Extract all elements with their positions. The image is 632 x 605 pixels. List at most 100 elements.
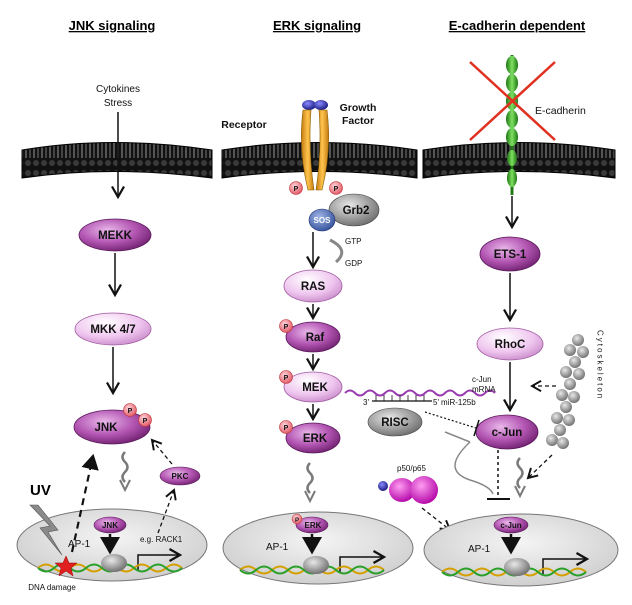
arrow-dna-damage-to-jnk	[70, 453, 99, 553]
nucleus-jnk-node: JNK	[93, 516, 127, 534]
svg-text:c-Jun: c-Jun	[500, 521, 521, 530]
phospho-receptor-left: P	[289, 181, 303, 195]
squiggle-erk	[306, 462, 314, 494]
cjun-mrna-label-2: mRNA	[472, 385, 496, 394]
cytoskeleton-icon	[546, 334, 589, 449]
cjun-mrna-label-1: c-Jun	[472, 375, 492, 384]
ecadherin-label: E-cadherin	[535, 105, 586, 117]
stimulus-cytokines: Cytokines	[96, 84, 140, 95]
svg-text:PKC: PKC	[172, 472, 189, 481]
svg-text:P: P	[334, 186, 339, 193]
inhibition-bar-cjun	[473, 419, 480, 437]
ap1-label-erk: AP-1	[266, 542, 289, 553]
svg-text:MEKK: MEKK	[98, 230, 133, 242]
squiggle-jnk-head	[119, 479, 131, 493]
node-mekk: MEKK	[78, 218, 152, 252]
phospho-jnk-2: P	[138, 413, 152, 427]
svg-text:MKK 4/7: MKK 4/7	[90, 324, 135, 336]
node-rhoc: RhoC	[476, 327, 544, 361]
curved-arrow-lead	[444, 431, 471, 443]
svg-text:MEK: MEK	[302, 382, 328, 394]
node-ras: RAS	[283, 269, 343, 303]
svg-text:Raf: Raf	[306, 332, 325, 344]
dna-ecad	[441, 558, 587, 577]
receptor-label: Receptor	[221, 119, 267, 131]
gtp-gdp-exchange-arrow	[329, 238, 344, 264]
node-mkk47: MKK 4/7	[74, 312, 152, 346]
jnk-column-title: JNK signaling	[69, 18, 156, 33]
svg-text:P: P	[128, 408, 133, 415]
curved-arrow-to-nucleus	[454, 441, 494, 495]
gdp-label: GDP	[345, 259, 362, 268]
dna-damage-label: DNA damage	[28, 583, 76, 592]
squiggle-erk-head	[304, 490, 316, 504]
svg-text:P: P	[143, 418, 148, 425]
svg-text:JNK: JNK	[102, 521, 118, 530]
growth-label: Growth	[340, 102, 377, 114]
svg-text:SOS: SOS	[314, 216, 332, 225]
node-raf: Raf	[285, 321, 341, 353]
svg-text:P: P	[284, 324, 289, 331]
squiggle-ecad-head	[514, 485, 526, 499]
mir125b-label: miR-125b	[441, 398, 476, 407]
svg-text:RISC: RISC	[381, 417, 408, 429]
node-erk: ERK	[285, 422, 341, 454]
squiggle-jnk	[121, 451, 129, 483]
ecad-column-title: E-cadherin dependent	[449, 18, 586, 33]
cjun-mrna-strand	[344, 389, 496, 397]
phospho-receptor-right: P	[329, 181, 343, 195]
node-pkc: PKC	[159, 466, 201, 486]
svg-text:RhoC: RhoC	[495, 339, 526, 351]
rack1-label: e.g. RACK1	[140, 535, 183, 544]
five-prime-label: 5'	[433, 398, 439, 407]
node-cjun: c-Jun	[475, 414, 539, 450]
gtp-label: GTP	[345, 237, 361, 246]
svg-text:P: P	[284, 425, 289, 432]
svg-text:P: P	[295, 518, 299, 524]
node-sos: SOS	[308, 208, 336, 232]
node-ets1: ETS-1	[479, 236, 541, 272]
erk-column-title: ERK signaling	[273, 18, 361, 33]
arrow-pkc-to-jnk	[150, 438, 173, 465]
membrane-jnk	[21, 142, 213, 179]
svg-text:RAS: RAS	[301, 281, 326, 293]
phospho-erk: P	[279, 420, 293, 434]
cytoskeleton-label: Cytoskeleton	[596, 330, 605, 400]
three-prime-label: 3'	[363, 398, 369, 407]
stimulus-stress: Stress	[104, 98, 132, 109]
uv-bolt-icon	[29, 504, 63, 556]
svg-text:JNK: JNK	[94, 422, 118, 434]
nucleus-erk-node: ERK	[295, 516, 329, 534]
membrane-ecad	[422, 142, 616, 179]
receptor-icon	[301, 109, 329, 191]
node-risc: RISC	[367, 407, 423, 437]
growth-factor-ligand	[302, 100, 328, 110]
ap1-label-ecad: AP-1	[468, 544, 491, 555]
svg-text:ERK: ERK	[303, 433, 328, 445]
arrow-cytoskeleton-to-nucleus	[526, 454, 553, 480]
nfkb-complex-icon	[378, 476, 438, 504]
inhibition-risc-to-cjun	[424, 411, 477, 429]
svg-text:ETS-1: ETS-1	[494, 249, 527, 261]
phospho-jnk-1: P	[123, 403, 137, 417]
svg-text:Grb2: Grb2	[343, 205, 370, 217]
arrow-rack1-to-pkc	[157, 488, 177, 534]
node-mek: MEK	[283, 371, 343, 403]
arrow-nfkb-to-nucleus	[421, 507, 452, 532]
factor-label: Factor	[342, 115, 374, 127]
mir-ladder	[375, 395, 425, 401]
svg-text:ERK: ERK	[305, 521, 322, 530]
phospho-nucleus-erk: P	[291, 513, 303, 525]
dna-damage-star	[54, 555, 78, 577]
node-jnk: JNK	[73, 409, 151, 445]
uv-label: UV	[30, 482, 51, 499]
dna-erk	[239, 556, 385, 575]
svg-text:c-Jun: c-Jun	[492, 427, 523, 439]
p50p65-label: p50/p65	[397, 464, 426, 473]
squiggle-ecad	[516, 457, 524, 489]
phospho-raf: P	[279, 319, 293, 333]
ecadherin-cross-icon	[469, 61, 556, 141]
nucleus-cjun-node: c-Jun	[493, 516, 529, 534]
